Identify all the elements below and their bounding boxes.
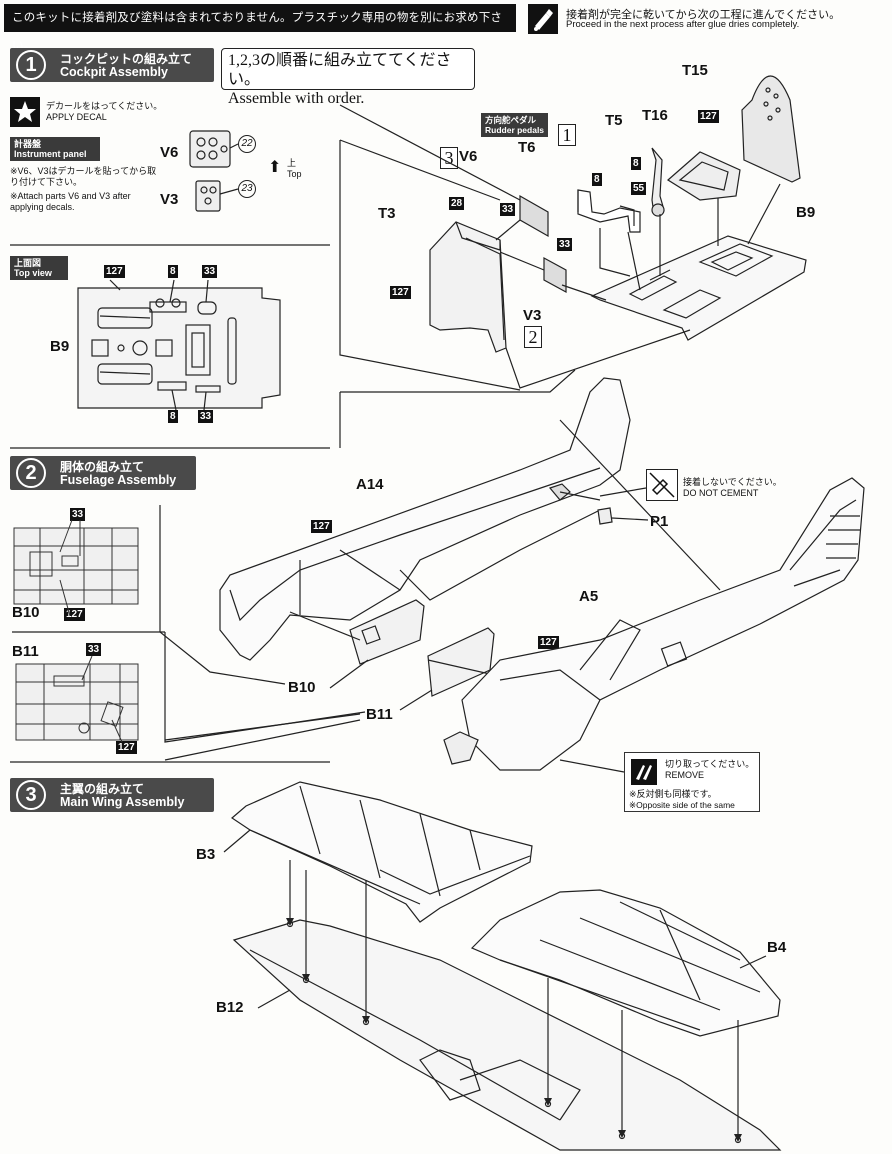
part-label-p1: P1 bbox=[650, 513, 669, 530]
paint-33-v6: 33 bbox=[500, 203, 516, 216]
paint-8-topview-bottom: 8 bbox=[168, 410, 178, 423]
no-cement-ja: 接着しないでください。 bbox=[683, 477, 782, 487]
part-label-t5: T5 bbox=[605, 112, 623, 129]
cut-icon bbox=[631, 759, 657, 785]
rudder-pedals-tag-ja: 方向舵ペダル bbox=[485, 115, 537, 125]
part-label-b10-detail: B10 bbox=[12, 604, 40, 621]
decal-number-23: 23 bbox=[238, 180, 256, 198]
step-3-title-ja: 主翼の組み立て bbox=[60, 782, 145, 796]
rudder-pedals-tag: 方向舵ペダル Rudder pedals bbox=[481, 113, 549, 137]
step-2-header: 2 胴体の組み立て Fuselage Assembly bbox=[10, 456, 196, 490]
part-label-b3: B3 bbox=[196, 846, 216, 863]
part-label-v3: V3 bbox=[523, 307, 542, 324]
opposite-en: ※Opposite side of the same bbox=[629, 800, 735, 810]
order-instruction-ja: 1,2,3の順番に組み立ててください。 bbox=[228, 52, 452, 88]
part-label-a5: A5 bbox=[579, 588, 599, 605]
order-mark-3: 3 bbox=[440, 147, 458, 169]
remove-en: REMOVE bbox=[665, 770, 705, 780]
instrument-panel-tag-en: Instrument panel bbox=[14, 149, 87, 159]
decal-note-ja: ※V6、V3はデカールを貼ってから取り付けて下さい。 bbox=[10, 166, 157, 187]
step-2-number: 2 bbox=[16, 458, 46, 488]
remove-ja: 切り取ってください。 bbox=[665, 759, 755, 769]
glue-tube-icon bbox=[528, 4, 558, 34]
paint-28: 28 bbox=[449, 197, 465, 210]
no-cement-en: DO NOT CEMENT bbox=[683, 488, 759, 498]
paint-127-b10-detail: 127 bbox=[64, 608, 85, 621]
top-view-tag-ja: 上面図 bbox=[14, 258, 42, 268]
step-3-number: 3 bbox=[16, 780, 46, 810]
part-label-b4: B4 bbox=[767, 939, 787, 956]
order-instruction-en: Assemble with order. bbox=[228, 90, 365, 107]
paint-8-t5: 8 bbox=[631, 157, 641, 170]
decal-note-en: ※Attach parts V6 and V3 after applying d… bbox=[10, 191, 131, 212]
step-1-title-en: Cockpit Assembly bbox=[60, 65, 168, 79]
top-view-tag-en: Top view bbox=[14, 268, 52, 278]
remove-notice: 切り取ってください。 REMOVE ※反対側も同様です。 ※Opposite s… bbox=[624, 752, 760, 812]
paint-33-b11-detail: 33 bbox=[86, 643, 102, 656]
part-label-b10: B10 bbox=[288, 679, 316, 696]
paint-55: 55 bbox=[631, 182, 647, 195]
paint-8-t6: 8 bbox=[592, 173, 602, 186]
apply-decal-en: APPLY DECAL bbox=[46, 112, 107, 122]
part-label-t3: T3 bbox=[378, 205, 396, 222]
no-glue-included-notice: このキットに接着剤及び塗料は含まれておりません。プラスチック専用の物を別にお求め… bbox=[4, 4, 516, 52]
decal-number-22: 22 bbox=[238, 135, 256, 153]
paint-127-t16: 127 bbox=[698, 110, 719, 123]
step-1-header: 1 コックピットの組み立て Cockpit Assembly bbox=[10, 48, 214, 82]
paint-8-topview: 8 bbox=[168, 265, 178, 278]
apply-decal-ja: デカールをはってください。 bbox=[46, 101, 163, 111]
paint-127-topview: 127 bbox=[104, 265, 125, 278]
part-label-a14: A14 bbox=[356, 476, 384, 493]
glue-dry-notice-en: Proceed in the next process after glue d… bbox=[566, 19, 800, 30]
part-label-b11: B11 bbox=[366, 706, 393, 723]
paint-127-t3: 127 bbox=[390, 286, 411, 299]
instrument-panel-tag-ja: 計器盤 bbox=[14, 139, 42, 149]
step-1-number: 1 bbox=[16, 50, 46, 80]
step-1-title-ja: コックピットの組み立て bbox=[60, 52, 193, 66]
paint-127-b11-detail: 127 bbox=[116, 741, 137, 754]
step-2-title-en: Fuselage Assembly bbox=[60, 473, 177, 487]
part-label-t16: T16 bbox=[642, 107, 668, 124]
paint-33-topview: 33 bbox=[202, 265, 218, 278]
part-label-b9: B9 bbox=[796, 204, 816, 221]
glue-dry-notice-ja: 接着剤が完全に乾いてから次の工程に進んでください。 bbox=[566, 9, 841, 21]
part-label-b9-topview: B9 bbox=[50, 338, 70, 355]
order-mark-2: 2 bbox=[524, 326, 542, 348]
part-label-t6: T6 bbox=[518, 139, 536, 156]
top-label-en: Top bbox=[287, 169, 302, 179]
opposite-ja: ※反対側も同様です。 bbox=[629, 789, 717, 799]
paint-127-a5: 127 bbox=[538, 636, 559, 649]
part-label-v6-decal: V6 bbox=[160, 144, 179, 161]
order-mark-1: 1 bbox=[558, 124, 576, 146]
paint-33-topview-bottom: 33 bbox=[198, 410, 214, 423]
up-arrow-icon: ⬆ bbox=[268, 159, 282, 176]
paint-127-a14: 127 bbox=[311, 520, 332, 533]
paint-33-v3: 33 bbox=[557, 238, 573, 251]
top-view-tag: 上面図 Top view bbox=[10, 256, 68, 280]
part-label-b12: B12 bbox=[216, 999, 244, 1016]
step-2-title-ja: 胴体の組み立て bbox=[60, 460, 145, 474]
paint-33-b10-detail: 33 bbox=[70, 508, 86, 521]
step-3-header: 3 主翼の組み立て Main Wing Assembly bbox=[10, 778, 214, 812]
part-label-t15: T15 bbox=[682, 62, 708, 79]
instrument-panel-tag: 計器盤 Instrument panel bbox=[10, 137, 100, 161]
part-label-v3-decal: V3 bbox=[160, 191, 179, 208]
assembly-order-box: 1,2,3の順番に組み立ててください。 Assemble with order. bbox=[221, 48, 475, 107]
part-label-b11-detail: B11 bbox=[12, 643, 39, 660]
top-label-ja: 上 bbox=[287, 158, 297, 168]
no-cement-icon bbox=[646, 469, 678, 501]
step-3-title-en: Main Wing Assembly bbox=[60, 795, 185, 809]
rudder-pedals-tag-en: Rudder pedals bbox=[485, 125, 545, 135]
decal-star-icon bbox=[10, 97, 40, 127]
part-label-v6: V6 bbox=[459, 148, 478, 165]
